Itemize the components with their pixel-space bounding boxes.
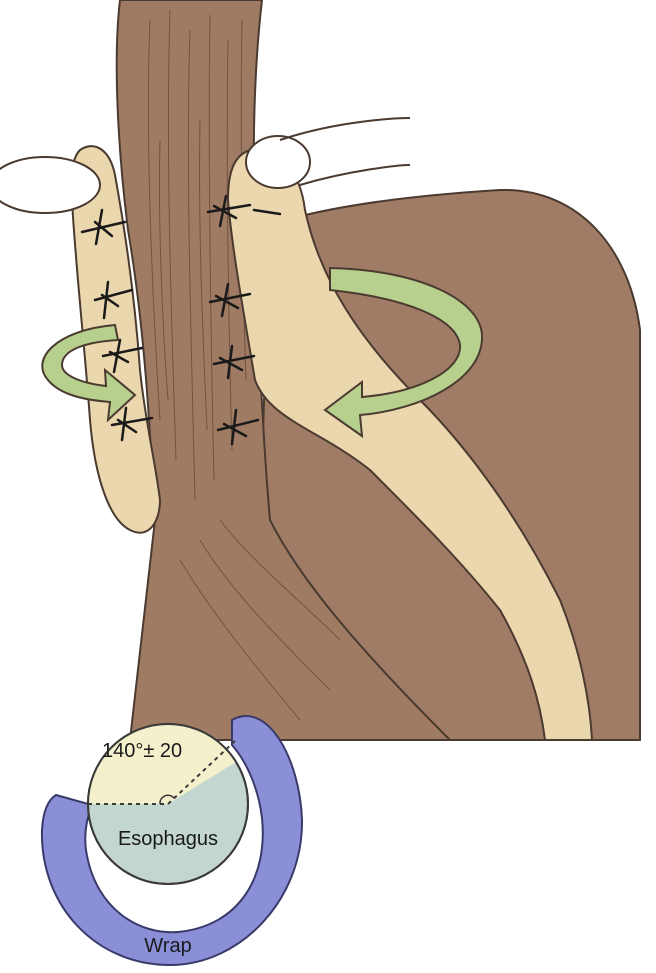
angle-label: 140°± 20 <box>102 740 182 762</box>
cross-section-inset: 140°± 20 Esophagus Wrap <box>42 716 302 965</box>
wrap-label: Wrap <box>144 935 191 957</box>
esophagus-label: Esophagus <box>118 828 218 850</box>
